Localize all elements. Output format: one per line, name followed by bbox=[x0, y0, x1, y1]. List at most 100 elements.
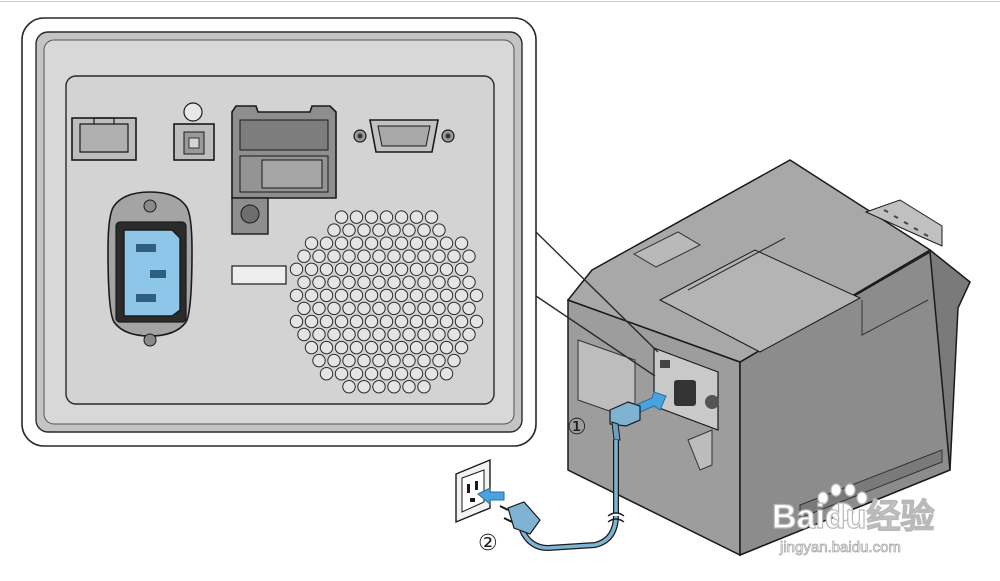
grille-hole bbox=[387, 380, 401, 394]
grille-hole bbox=[454, 236, 469, 250]
grille-hole bbox=[379, 262, 394, 276]
grille-hole bbox=[342, 223, 356, 237]
grille-hole bbox=[432, 249, 446, 263]
grille-hole bbox=[394, 262, 409, 276]
grille-hole bbox=[462, 327, 476, 342]
grille-hole bbox=[432, 327, 446, 342]
grille-hole bbox=[364, 236, 379, 250]
grille-hole bbox=[327, 327, 341, 342]
grille-hole bbox=[349, 210, 364, 224]
grille-hole bbox=[447, 327, 461, 342]
grille-hole bbox=[394, 340, 409, 355]
cord-printer-connector bbox=[609, 401, 641, 427]
grille-hole bbox=[462, 301, 476, 316]
grille-hole bbox=[364, 262, 379, 276]
printer-bottom-strip bbox=[799, 449, 943, 519]
grille-hole bbox=[349, 314, 364, 329]
grille-hole bbox=[417, 353, 431, 368]
grille-hole bbox=[372, 380, 386, 394]
grille-hole bbox=[297, 301, 311, 316]
grille-hole bbox=[379, 340, 394, 355]
grille-hole bbox=[454, 340, 469, 355]
grille-hole bbox=[372, 301, 386, 316]
rating-label-plate bbox=[231, 265, 287, 285]
grille-hole bbox=[447, 249, 461, 263]
grille-hole bbox=[447, 353, 461, 368]
grille-hole bbox=[409, 314, 424, 329]
grille-hole bbox=[432, 223, 446, 237]
grille-hole bbox=[327, 223, 341, 237]
grille-hole bbox=[394, 210, 409, 224]
grille-hole bbox=[387, 301, 401, 316]
grille-hole bbox=[417, 327, 431, 342]
printer-mini-port bbox=[660, 360, 670, 368]
grille-hole bbox=[357, 380, 371, 394]
grille-hole bbox=[364, 288, 379, 303]
watermark-brand: Baidu经验 bbox=[772, 497, 934, 536]
grille-hole bbox=[379, 210, 394, 224]
grille-hole bbox=[334, 210, 349, 224]
grille-hole bbox=[312, 327, 326, 342]
grille-hole bbox=[312, 275, 326, 289]
grille-hole bbox=[319, 236, 334, 250]
baidu-paw-icon bbox=[817, 483, 868, 522]
grille-hole bbox=[409, 236, 424, 250]
grille-hole bbox=[424, 262, 439, 276]
grille-hole bbox=[439, 262, 454, 276]
grille-hole bbox=[319, 340, 334, 355]
step-1-label: ① bbox=[567, 415, 587, 440]
grille-hole bbox=[432, 353, 446, 368]
printer-top-cover bbox=[658, 249, 862, 353]
grille-hole bbox=[469, 288, 484, 303]
grille-hole bbox=[304, 314, 319, 329]
printer-edge-line bbox=[861, 299, 929, 336]
grille-hole bbox=[379, 288, 394, 303]
watermark-url: jingyan.baidu.com bbox=[779, 539, 901, 556]
grille-hole bbox=[454, 314, 469, 329]
grille-hole bbox=[402, 223, 416, 237]
grille-hole bbox=[424, 288, 439, 303]
wall-outlet-icon bbox=[455, 458, 491, 524]
printer-top-seam bbox=[687, 237, 786, 291]
grille-hole bbox=[334, 288, 349, 303]
grille-hole bbox=[394, 314, 409, 329]
grille-hole bbox=[349, 236, 364, 250]
grille-hole bbox=[424, 236, 439, 250]
grille-hole bbox=[372, 275, 386, 289]
grille-hole bbox=[342, 380, 356, 394]
grille-hole bbox=[387, 223, 401, 237]
grille-hole bbox=[372, 249, 386, 263]
grille-hole bbox=[417, 275, 431, 289]
insert-arrow-1 bbox=[637, 391, 667, 413]
grille-hole bbox=[357, 223, 371, 237]
grille-hole bbox=[409, 262, 424, 276]
grille-hole bbox=[439, 340, 454, 355]
grille-hole bbox=[402, 353, 416, 368]
grille-hole bbox=[364, 210, 379, 224]
grille-hole bbox=[312, 249, 326, 263]
grille-hole bbox=[297, 275, 311, 289]
grille-hole bbox=[387, 327, 401, 342]
grille-hole bbox=[387, 353, 401, 368]
callout-lines bbox=[535, 231, 659, 377]
grille-hole bbox=[417, 223, 431, 237]
grille-hole bbox=[454, 288, 469, 303]
printer-vent-marks bbox=[883, 209, 929, 237]
grille-hole bbox=[334, 262, 349, 276]
grille-hole bbox=[342, 353, 356, 368]
grille-hole bbox=[417, 301, 431, 316]
grille-hole bbox=[409, 367, 424, 381]
grille-hole bbox=[402, 380, 416, 394]
grille-hole bbox=[349, 288, 364, 303]
grille-hole bbox=[439, 288, 454, 303]
grille-hole bbox=[327, 301, 341, 316]
grille-hole bbox=[394, 367, 409, 381]
grille-hole bbox=[349, 340, 364, 355]
grille-hole bbox=[439, 314, 454, 329]
power-plug-icon bbox=[499, 501, 541, 535]
grille-hole bbox=[364, 367, 379, 381]
grille-hole bbox=[334, 367, 349, 381]
grille-hole bbox=[304, 340, 319, 355]
grille-hole bbox=[387, 275, 401, 289]
